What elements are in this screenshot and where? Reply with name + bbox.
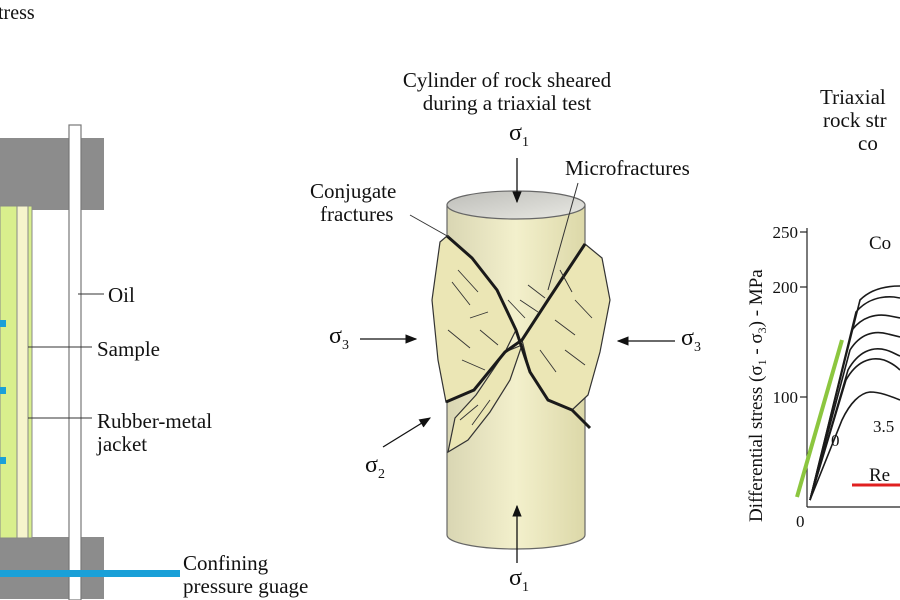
chart-ticks: 100 200 250 0 [773,223,807,531]
curve-a [809,358,900,501]
gauge-label-line2: pressure guage [183,574,308,598]
apparatus-panel: tress Oil Sample Rubber-metal jacket Con… [0,2,308,600]
sigma1-bottom-label: σ1 [509,565,529,595]
curve-label-35: 3.5 [873,417,894,436]
curve-e [809,296,900,501]
elastic-trend-line [795,339,844,498]
sigma2-arrow [382,417,431,448]
curve-0 [809,391,900,501]
conjugate-leader [409,214,450,238]
pressure-tube [68,124,82,600]
fracture-trace-b [445,243,587,404]
jacket-label-line2: jacket [96,432,147,456]
fracture-trace-a [446,234,592,430]
cylinder-title-line1: Cylinder of rock sheared [403,68,612,92]
oil-port-3 [0,457,6,464]
stress-strain-curves [809,285,900,501]
curve-f [809,285,900,501]
microfractures-label: Microfractures [565,156,690,180]
bottom-platen [0,537,104,599]
sigma3-left-label: σ3 [329,323,349,353]
lower-wedge [447,343,523,454]
y-axis-label: Differential stress (σ1 - σ3) - MPa [746,269,769,522]
chart-title-line2: rock str [823,108,887,132]
conjugate-label-line1: Conjugate [310,179,396,203]
chart-title-line3: co [858,131,878,155]
jacket-label-line1: Rubber-metal [97,409,212,433]
cropped-label-reg: Re [869,465,890,486]
sigma1-top-label: σ1 [509,120,529,150]
oil-port-1 [0,320,6,327]
cropped-title: tress [0,2,35,24]
y-tick-label: 250 [773,223,799,242]
top-platen [0,138,104,210]
oil-port-2 [0,387,6,394]
cylinder-panel: Cylinder of rock sheared during a triaxi… [310,68,701,595]
curve-b [809,348,900,501]
stress-strain-panel: Triaxial rock str co Differential stress… [746,85,900,531]
microfracture-marks [447,269,593,426]
curve-c [809,331,900,501]
cylinder-top [446,190,586,220]
sigma3-right-label: σ3 [681,325,701,355]
sample-label: Sample [97,337,160,361]
microfracture-leader [547,182,579,291]
y-tick-label: 100 [773,388,799,407]
cylinder-title-line2: during a triaxial test [423,91,592,115]
rubber-metal-jacket [16,205,29,539]
oil-label: Oil [108,283,135,307]
chart-title-line1: Triaxial [820,85,886,109]
y-tick-label: 200 [773,278,799,297]
gauge-label-line1: Confining [183,551,269,575]
conjugate-label-line2: fractures [320,202,393,226]
gauge-pipe [0,570,180,577]
origin-label: 0 [796,512,805,531]
cropped-label-con: Co [869,233,891,254]
curve-label-0: 0 [831,431,840,450]
sigma2-label: σ2 [365,452,385,482]
